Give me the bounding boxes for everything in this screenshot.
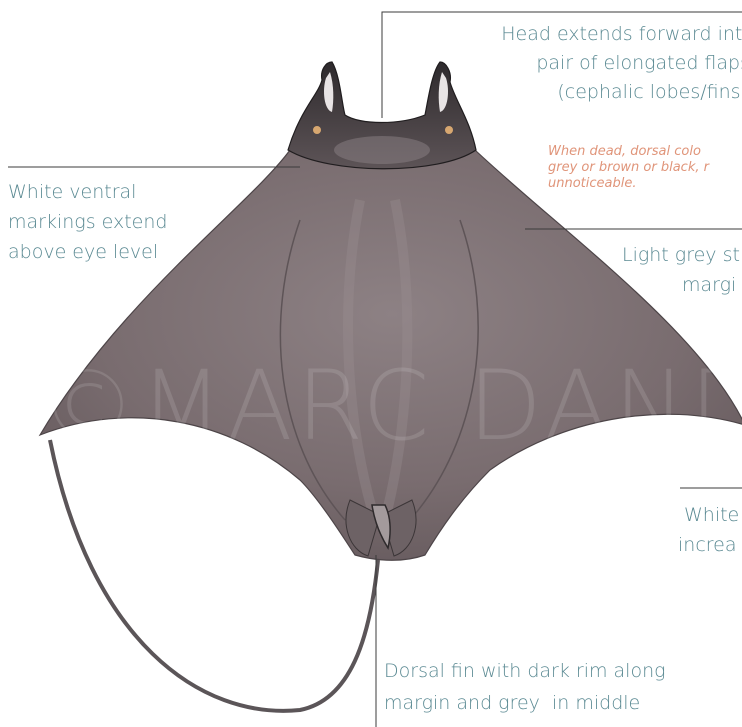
- label-white-tip: White increa: [684, 500, 739, 560]
- label-ventral-markings: White ventral markings extend above eye …: [8, 177, 167, 267]
- label-head-lobes-line3: (cephalic lobes/fins): [501, 78, 742, 107]
- label-head-lobes-line2: pair of elongated flaps: [501, 49, 742, 78]
- eye: [445, 126, 453, 134]
- label-head-lobes: Head extends forward into pair of elonga…: [501, 20, 742, 107]
- eye: [313, 126, 321, 134]
- label-dorsal-fin-line1: Dorsal fin with dark rim along: [384, 655, 666, 687]
- note-dead-colour-line2: grey or brown or black, r: [548, 160, 709, 176]
- label-light-grey-stripe: Light grey str margi: [622, 240, 742, 300]
- label-dorsal-fin: Dorsal fin with dark rim along margin an…: [384, 655, 666, 719]
- label-white-tip-line2: increa: [678, 530, 739, 560]
- note-dead-colour: When dead, dorsal colo grey or brown or …: [548, 144, 709, 192]
- label-light-grey-stripe-line1: Light grey str: [622, 240, 742, 270]
- label-head-lobes-line1: Head extends forward into: [501, 20, 742, 49]
- note-dead-colour-line1: When dead, dorsal colo: [548, 144, 709, 160]
- label-ventral-markings-line1: White ventral: [8, 177, 167, 207]
- label-white-tip-line1: White: [684, 500, 739, 530]
- note-dead-colour-line3: unnoticeable.: [548, 176, 709, 192]
- head-highlight: [334, 136, 430, 164]
- label-ventral-markings-line2: markings extend: [8, 207, 167, 237]
- label-dorsal-fin-line2: margin and grey in middle: [384, 687, 666, 719]
- label-light-grey-stripe-line2: margi: [622, 270, 742, 300]
- label-ventral-markings-line3: above eye level: [8, 237, 167, 267]
